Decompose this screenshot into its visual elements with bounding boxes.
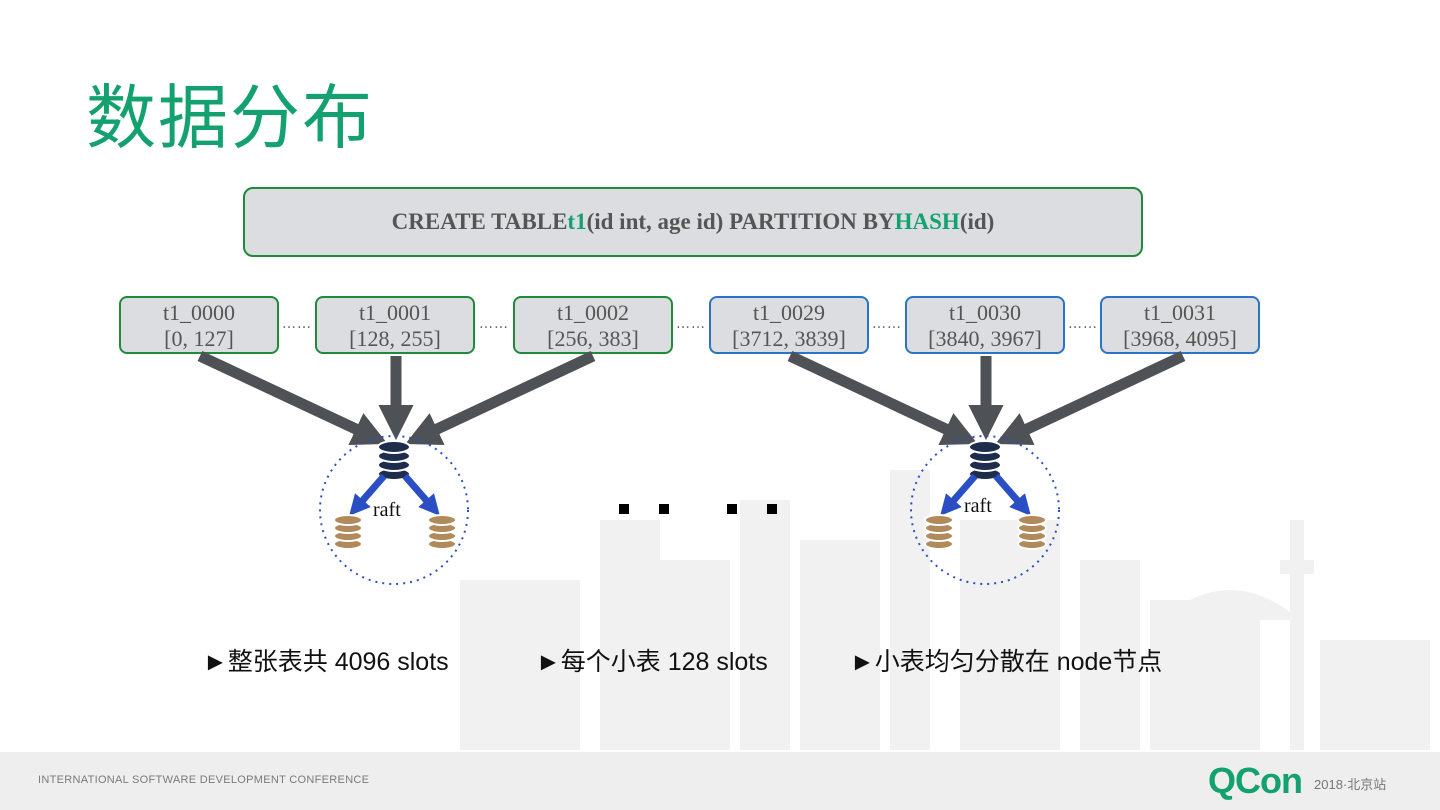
raft-label: raft: [964, 495, 992, 518]
follower-database-icon: [1018, 515, 1046, 549]
raft-arrow: [405, 476, 433, 508]
bullet-item: ►小表均匀分散在 node节点: [850, 642, 1162, 678]
follower-database-icon: [428, 515, 456, 549]
raft-label: raft: [373, 499, 401, 522]
shard-arrow: [418, 356, 593, 438]
raft-arrow: [996, 476, 1024, 508]
ellipsis-icon: [619, 504, 777, 514]
conference-name: INTERNATIONAL SOFTWARE DEVELOPMENT CONFE…: [38, 774, 369, 786]
leader-database-icon: [378, 441, 410, 480]
bullet-item: ►整张表共 4096 slots: [203, 642, 449, 678]
bullet-item: ►每个小表 128 slots: [536, 642, 768, 678]
follower-database-icon: [925, 515, 953, 549]
shard-arrow: [1008, 356, 1183, 438]
follower-database-icon: [334, 515, 362, 549]
shard-arrow: [200, 356, 375, 438]
shard-arrow: [790, 356, 965, 438]
leader-database-icon: [969, 441, 1001, 480]
conference-year-city: 2018·北京站: [1314, 774, 1386, 793]
qcon-logo: QCon: [1208, 760, 1302, 802]
